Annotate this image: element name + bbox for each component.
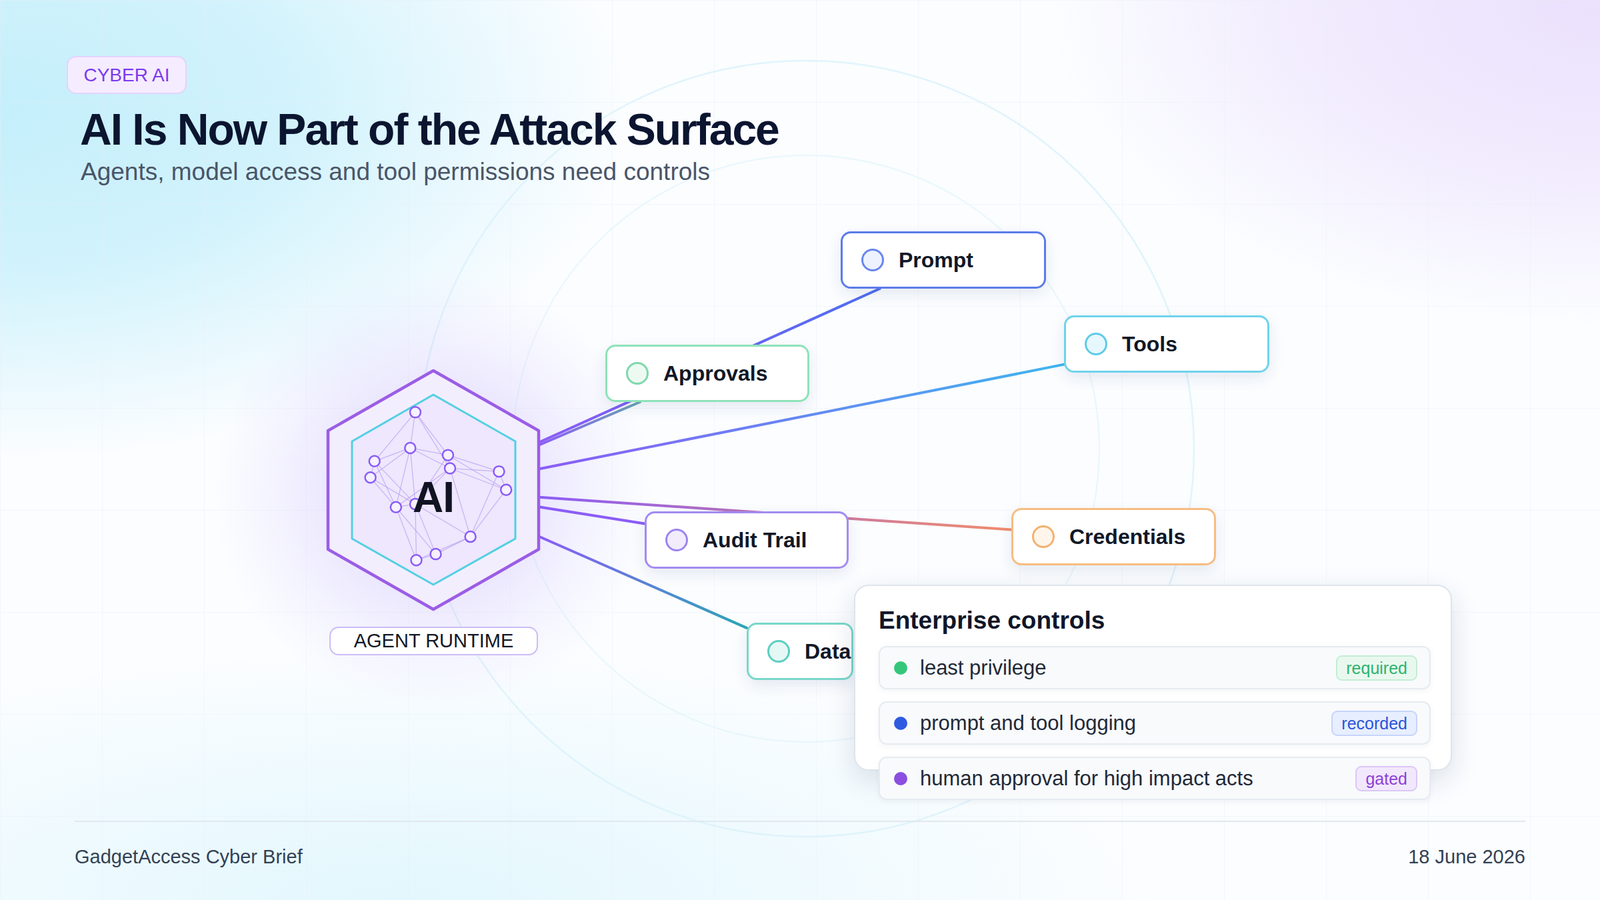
controls-panel: Enterprise controls least privilege requir… — [854, 584, 1452, 771]
status-ring — [1084, 332, 1108, 356]
network-dot — [369, 456, 380, 467]
network-dot — [430, 548, 442, 560]
category-tag: CYBER AI — [66, 56, 187, 94]
network-dot — [493, 466, 504, 477]
connector-line — [538, 506, 645, 524]
surface-box: Tools — [1064, 315, 1270, 373]
tag-text: CYBER AI — [83, 64, 170, 86]
agent-hexagon: AI — [326, 369, 540, 611]
network-link — [370, 477, 416, 504]
runtime-glow — [213, 270, 654, 710]
connector-line — [538, 288, 880, 443]
control-row: least privilege required — [878, 646, 1431, 690]
badge-text: gated — [1365, 769, 1408, 788]
network-dot — [444, 463, 456, 474]
control-text: least privilege — [920, 656, 1047, 680]
status-badge: recorded — [1331, 710, 1418, 736]
surface-box: Data — [746, 622, 854, 680]
control-text: human approval for high impact acts — [920, 766, 1254, 791]
network-dot — [404, 442, 416, 454]
status-badge: gated — [1355, 766, 1418, 792]
panel-heading: Enterprise controls — [878, 606, 1105, 636]
box-label: Tools — [1122, 332, 1178, 357]
surface-box: Approvals — [605, 344, 810, 402]
badge-text: required — [1346, 658, 1408, 678]
subtitle: Agents, model access and tool permission… — [80, 157, 710, 187]
row-bullet — [894, 716, 908, 730]
connector-line — [538, 402, 640, 446]
box-label: Data — [804, 639, 851, 664]
footer-date: 18 June 2026 — [1408, 845, 1526, 869]
network-dot — [410, 554, 422, 566]
runtime-label: AGENT RUNTIME — [354, 630, 514, 652]
surface-box: Prompt — [840, 231, 1046, 289]
network-link — [415, 412, 448, 455]
network-dot — [390, 502, 402, 513]
control-row: prompt and tool logging recorded — [878, 701, 1431, 745]
status-ring — [626, 362, 649, 385]
status-ring — [767, 640, 790, 663]
network-dot — [442, 450, 454, 461]
row-bullet — [894, 772, 908, 786]
footer-source: GadgetAccess Cyber Brief — [74, 845, 303, 869]
runtime-core-text: AI — [326, 476, 540, 519]
box-label: Audit Trail — [702, 528, 807, 553]
network-dot — [410, 406, 421, 418]
surface-box: Audit Trail — [644, 511, 849, 569]
surface-box: Credentials — [1011, 508, 1216, 566]
network-dot — [465, 531, 476, 542]
slide-title: AI Is Now Part of the Attack Surface — [80, 105, 779, 154]
status-ring — [861, 248, 884, 272]
network-dot — [365, 472, 376, 483]
footer-rule — [74, 820, 1526, 822]
box-label: Approvals — [663, 361, 768, 386]
network-link — [374, 461, 396, 508]
network-link — [416, 536, 470, 560]
status-ring — [665, 528, 688, 552]
status-ring — [1032, 525, 1055, 548]
runtime-label-pill: AGENT RUNTIME — [329, 626, 538, 656]
badge-text: recorded — [1341, 714, 1408, 733]
row-bullet — [894, 661, 908, 675]
network-link — [374, 412, 416, 461]
box-label: Prompt — [898, 248, 974, 273]
network-link — [448, 455, 506, 490]
network-dot — [500, 484, 512, 496]
control-text: prompt and tool logging — [920, 711, 1136, 736]
box-label: Credentials — [1069, 524, 1186, 550]
network-link — [470, 490, 507, 537]
status-badge: required — [1336, 655, 1418, 681]
network-link — [470, 471, 500, 537]
control-row: human approval for high impact acts gated — [878, 756, 1431, 800]
